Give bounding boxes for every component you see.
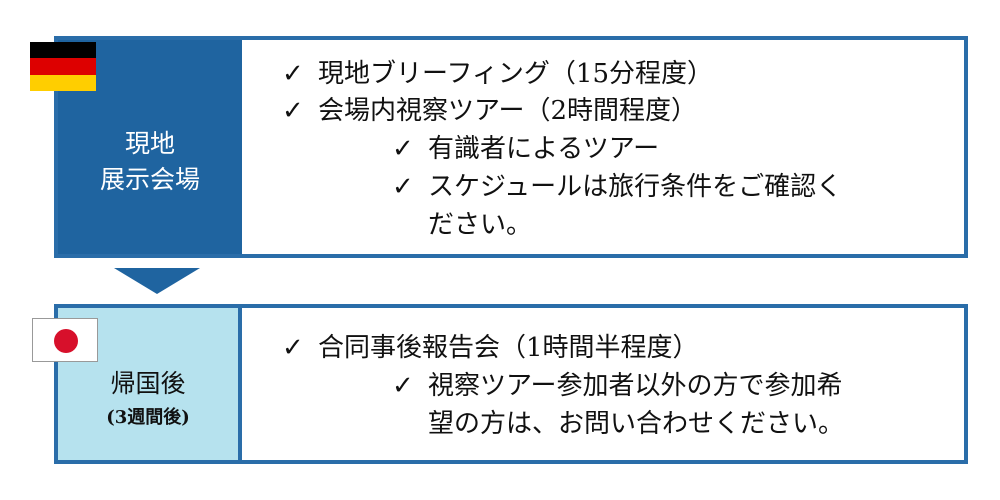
stage-after-return-label-line2: (3週間後) — [106, 407, 190, 428]
item-text-line1: 視察ツアー参加者以外の方で参加希 — [428, 371, 843, 401]
stage-after-return-content: ✓ 合同事後報告会（1時間半程度） ✓ 視察ツアー参加者以外の方で参加希 望の方… — [242, 308, 964, 460]
japan-flag-icon — [32, 318, 98, 362]
checkmark-icon: ✓ — [392, 134, 414, 164]
stage-after-return-box: 帰国後 (3週間後) ✓ 合同事後報告会（1時間半程度） ✓ 視察ツアー参加者以… — [54, 304, 968, 464]
germany-flag-icon — [30, 42, 96, 91]
japan-flag-disc — [54, 329, 78, 353]
stage-onsite-box: 現地 展示会場 ✓ 現地ブリーフィング（15分程度） ✓ 会場内視察ツアー（2時… — [54, 36, 968, 258]
item-text-line2: 望の方は、お問い合わせください。 — [428, 409, 845, 439]
stage-onsite-content: ✓ 現地ブリーフィング（15分程度） ✓ 会場内視察ツアー（2時間程度） ✓ 有… — [242, 40, 964, 254]
checkmark-icon: ✓ — [282, 96, 304, 126]
item-text-line2: ださい。 — [428, 210, 533, 240]
checkmark-icon: ✓ — [392, 172, 414, 202]
item-text: 合同事後報告会（1時間半程度） — [318, 333, 699, 363]
item-text-line1: スケジュールは旅行条件をご確認く — [428, 172, 843, 202]
down-arrow-icon — [114, 268, 200, 294]
checkmark-icon: ✓ — [392, 371, 414, 401]
item-text: 有識者によるツアー — [428, 134, 660, 164]
stage-onsite-label-line2: 展示会場 — [99, 165, 200, 194]
checkmark-icon: ✓ — [282, 59, 304, 89]
item-text: 現地ブリーフィング（15分程度） — [318, 59, 714, 89]
item-text: 会場内視察ツアー（2時間程度） — [318, 96, 697, 126]
stage-after-return-label-line1: 帰国後 — [110, 369, 186, 398]
checkmark-icon: ✓ — [282, 333, 304, 363]
stage-onsite-label-line1: 現地 — [124, 129, 175, 158]
